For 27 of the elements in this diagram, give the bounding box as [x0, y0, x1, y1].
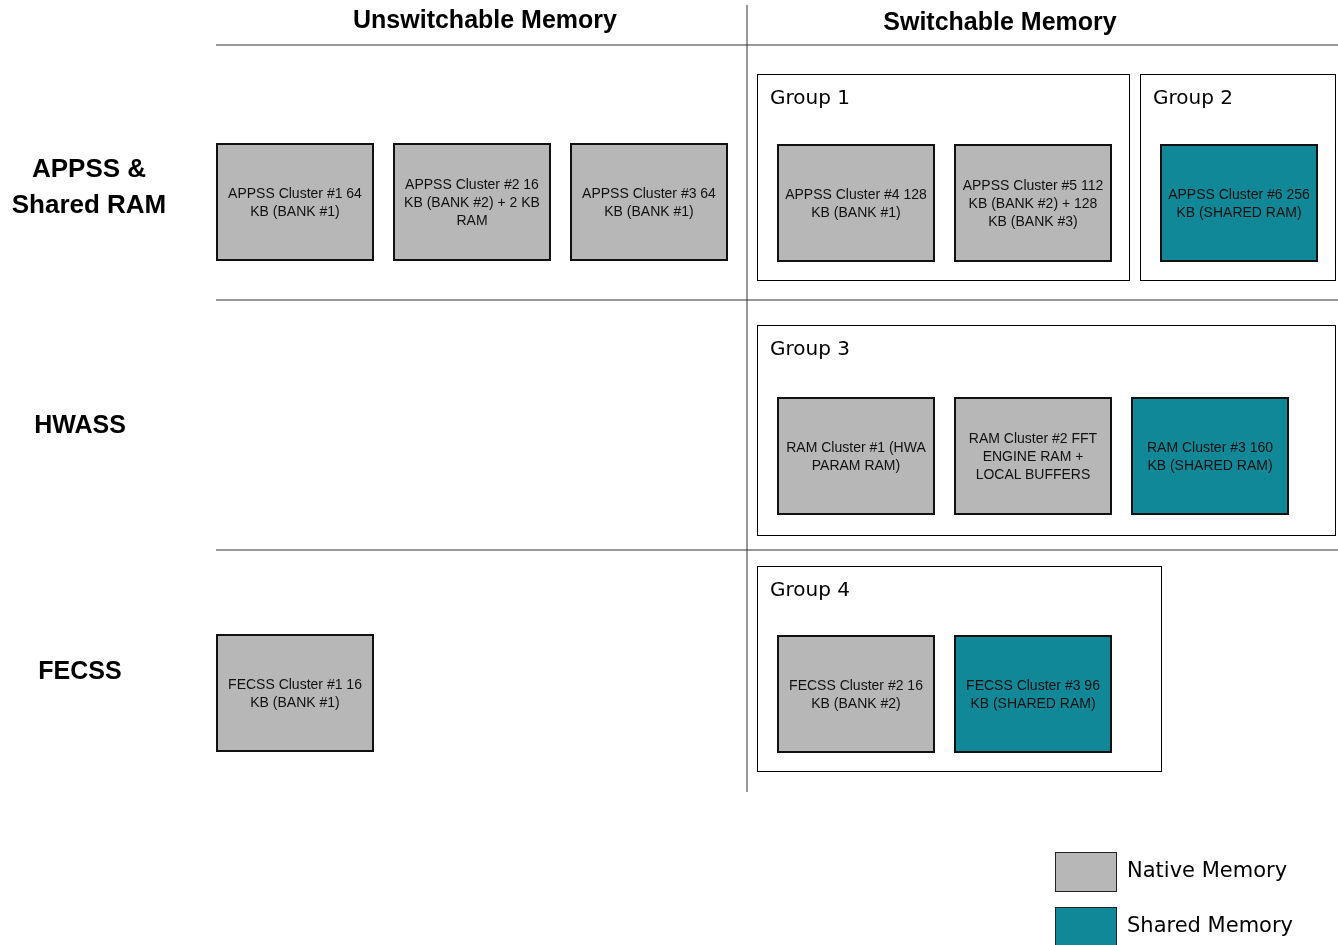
legend-label: Native Memory [1127, 858, 1288, 882]
memory-block: APPSS Cluster #6 256 KB (SHARED RAM) [1160, 144, 1318, 262]
column-header: Unswitchable Memory [352, 5, 618, 34]
group-frame [1140, 74, 1336, 281]
memory-block: FECSS Cluster #2 16 KB (BANK #2) [777, 635, 935, 753]
group-frame [757, 566, 1162, 772]
row-header: FECSS [37, 656, 123, 685]
legend-label: Shared Memory [1127, 913, 1293, 937]
memory-block: FECSS Cluster #1 16 KB (BANK #1) [216, 634, 374, 752]
memory-block: APPSS Cluster #3 64 KB (BANK #1) [570, 143, 728, 261]
memory-block: APPSS Cluster #1 64 KB (BANK #1) [216, 143, 374, 261]
memory-block: APPSS Cluster #5 112 KB (BANK #2) + 128 KB (BANK #3) [954, 144, 1112, 262]
group-title: Group 4 [770, 577, 850, 601]
memory-block: APPSS Cluster #4 128 KB (BANK #1) [777, 144, 935, 262]
column-header: Switchable Memory [882, 7, 1118, 36]
memory-block: RAM Cluster #2 FFT ENGINE RAM + LOCAL BUFFERS [954, 397, 1112, 515]
row-header: APPSS & Shared RAM [10, 152, 168, 221]
group-frame [757, 325, 1336, 536]
group-frame [757, 74, 1130, 281]
group-title: Group 3 [770, 336, 850, 360]
memory-block: APPSS Cluster #2 16 KB (BANK #2) + 2 KB RAM [393, 143, 551, 261]
group-title: Group 1 [770, 85, 850, 109]
group-title: Group 2 [1153, 85, 1233, 109]
memory-block: FECSS Cluster #3 96 KB (SHARED RAM) [954, 635, 1112, 753]
memory-block: RAM Cluster #1 (HWA PARAM RAM) [777, 397, 935, 515]
row-header: HWASS [33, 410, 127, 439]
memory-block: RAM Cluster #3 160 KB (SHARED RAM) [1131, 397, 1289, 515]
